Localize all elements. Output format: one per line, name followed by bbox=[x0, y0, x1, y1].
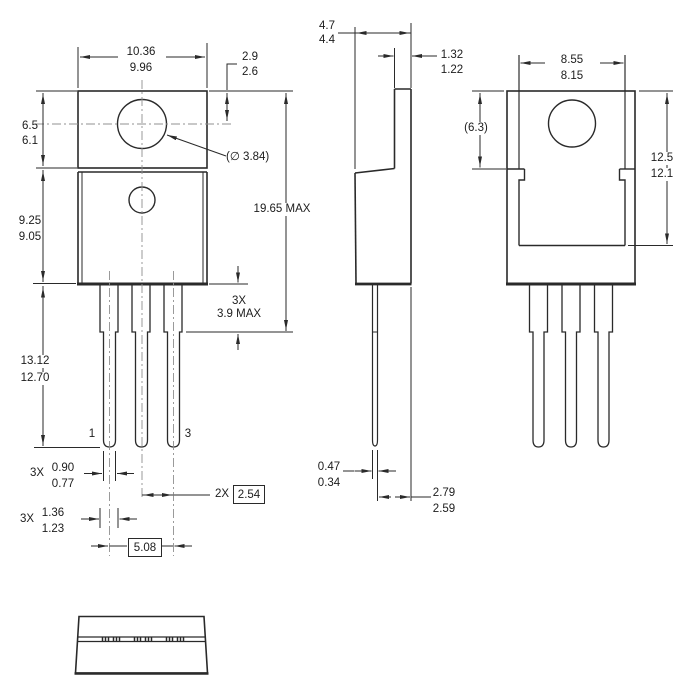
dim-side-lead-thickness-min: 0.34 bbox=[317, 477, 341, 489]
front-view bbox=[77, 90, 208, 448]
front-centerlines bbox=[35, 80, 231, 556]
dim-front-lead-width-min: 0.77 bbox=[51, 478, 75, 490]
dim-front-tab-height-max: 6.5 bbox=[22, 120, 38, 132]
dim-front-lead-base-max: 1.36 bbox=[41, 507, 65, 519]
bottom-view-lead-ticks bbox=[101, 636, 185, 642]
dim-back-tab-width-min: 8.15 bbox=[560, 70, 584, 82]
dim-front-body-height-min: 9.05 bbox=[18, 231, 42, 243]
dim-front-width-min: 9.96 bbox=[129, 62, 153, 74]
dim-back-ref-height: (6.3) bbox=[462, 122, 490, 135]
dim-side-depth-min: 4.4 bbox=[319, 34, 335, 46]
dim-back-tab-width-max: 8.55 bbox=[560, 54, 584, 66]
dim-front-pitch-basic: 2.54 bbox=[233, 485, 265, 504]
dim-front-span-basic: 5.08 bbox=[128, 538, 162, 557]
dim-front-tab-height-min: 6.1 bbox=[22, 135, 38, 147]
dim-back-exposed-height-max: 12.5 bbox=[648, 152, 676, 165]
dim-front-hole-diameter: (∅ 3.84) bbox=[226, 151, 270, 163]
dim-back-exposed-height-min: 12.1 bbox=[648, 168, 676, 181]
side-view bbox=[354, 88, 412, 447]
dim-side-lead-setback-min: 2.59 bbox=[432, 503, 456, 515]
dim-front-pitch-qty: 2X bbox=[214, 488, 230, 500]
pin3-label: 3 bbox=[184, 428, 192, 440]
dim-front-lead-length-max: 13.12 bbox=[18, 355, 52, 368]
dim-front-width-max: 10.36 bbox=[126, 46, 156, 58]
dim-front-lead-width-qty: 3X bbox=[29, 467, 45, 479]
dim-side-tab-thickness-min: 1.22 bbox=[440, 64, 464, 76]
dim-front-lead-base-min: 1.23 bbox=[41, 523, 65, 535]
dim-front-overall-height: 19.65 MAX bbox=[251, 203, 313, 216]
dim-front-body-height-max: 9.25 bbox=[18, 215, 42, 227]
back-view bbox=[506, 55, 636, 448]
dim-side-tab-thickness-max: 1.32 bbox=[440, 49, 464, 61]
dim-front-lead-base-qty: 3X bbox=[19, 513, 35, 525]
bottom-view bbox=[74, 615, 209, 675]
dim-front-shoulder-len: 3.9 MAX bbox=[216, 308, 262, 320]
dim-front-lead-width-max: 0.90 bbox=[51, 462, 75, 474]
dim-side-lead-setback-max: 2.79 bbox=[432, 487, 456, 499]
dim-side-depth-max: 4.7 bbox=[319, 20, 335, 32]
dim-front-hole-offset-min: 2.6 bbox=[242, 66, 258, 78]
pin1-label: 1 bbox=[88, 428, 96, 440]
side-dimensions bbox=[338, 23, 437, 501]
dim-side-lead-thickness-max: 0.47 bbox=[317, 461, 341, 473]
dim-front-lead-length-min: 12.70 bbox=[18, 372, 52, 385]
dim-front-hole-offset-max: 2.9 bbox=[242, 51, 258, 63]
dim-front-shoulder-qty: 3X bbox=[231, 295, 247, 307]
